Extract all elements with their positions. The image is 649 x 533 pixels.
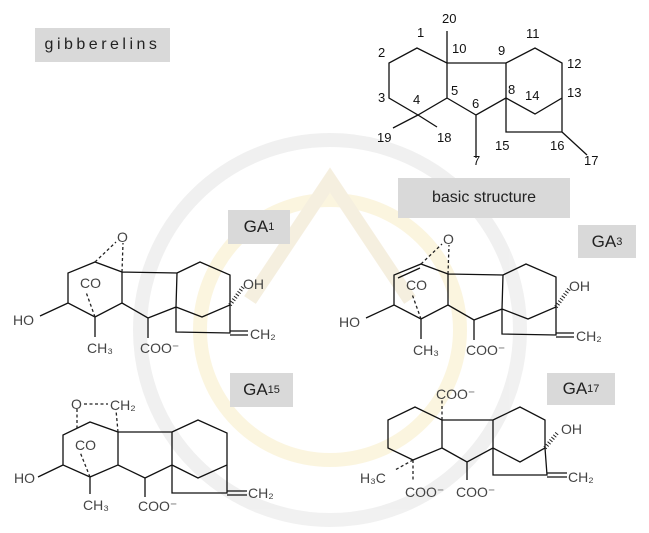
ga3-coo: COO⁻ xyxy=(466,342,505,358)
watermark-peak xyxy=(244,167,416,304)
ga3-sub: 3 xyxy=(616,235,623,248)
ga15-ch2: CH₂ xyxy=(248,485,274,501)
ga1-name: GA xyxy=(243,217,269,236)
position-2: 2 xyxy=(378,45,385,60)
ga1-co: CO xyxy=(80,275,101,291)
position-6: 6 xyxy=(472,96,479,111)
position-19: 19 xyxy=(377,130,391,145)
position-17: 17 xyxy=(584,153,598,168)
position-10: 10 xyxy=(452,41,466,56)
ga3-structure: O CO HO OH CH₂ CH₃ COO⁻ xyxy=(339,231,602,358)
position-7: 7 xyxy=(473,153,480,168)
ga15-coo: COO⁻ xyxy=(138,498,177,514)
ga15-structure: O CH₂ CO HO CH₂ CH₃ COO⁻ xyxy=(14,396,274,514)
position-4: 4 xyxy=(413,92,420,107)
title-label: gibberelins xyxy=(35,28,170,62)
ga17-coo-left: COO⁻ xyxy=(405,484,444,500)
ga3-oxygen: O xyxy=(443,231,454,247)
position-5: 5 xyxy=(451,83,458,98)
ga1-sub: 1 xyxy=(268,221,275,233)
position-1: 1 xyxy=(417,25,424,40)
ga15-bridge-ch2: CH₂ xyxy=(110,397,136,413)
ga17-h3c: H₃C xyxy=(360,470,386,486)
position-13: 13 xyxy=(567,85,581,100)
ga1-coo: COO⁻ xyxy=(140,340,179,356)
ga3-ho: HO xyxy=(339,314,360,330)
ga1-ch3: CH₃ xyxy=(87,340,113,356)
ga17-coo-mid: COO⁻ xyxy=(456,484,495,500)
ga15-ho: HO xyxy=(14,470,35,486)
ga1-oxygen: O xyxy=(117,229,128,245)
ga15-ch3: CH₃ xyxy=(83,497,109,513)
ga3-ch2: CH₂ xyxy=(576,328,602,344)
ga17-name: GA xyxy=(562,379,588,398)
position-20: 20 xyxy=(442,11,456,26)
ga3-oh: OH xyxy=(569,278,590,294)
ga1-oh: OH xyxy=(243,276,264,292)
position-12: 12 xyxy=(567,56,581,71)
ga3-ch3: CH₃ xyxy=(413,342,439,358)
ga17-structure: COO⁻ OH H₃C COO⁻ COO⁻ CH₂ xyxy=(360,386,594,500)
position-8: 8 xyxy=(508,82,515,97)
position-18: 18 xyxy=(437,130,451,145)
ga15-sub: 15 xyxy=(267,384,280,396)
watermark-inner-ring xyxy=(193,193,467,467)
position-9: 9 xyxy=(498,43,505,58)
basic-structure: 1 2 3 4 5 6 7 8 9 10 11 12 13 14 15 16 1… xyxy=(377,11,598,168)
ga17-sub: 17 xyxy=(587,383,600,395)
ga1-ho: HO xyxy=(13,312,34,328)
watermark-outer-ring xyxy=(133,133,527,527)
ga1-ch2: CH₂ xyxy=(250,326,276,342)
ga17-coo-top: COO⁻ xyxy=(436,386,475,402)
position-14: 14 xyxy=(525,88,539,103)
ga15-name: GA xyxy=(243,380,268,399)
position-15: 15 xyxy=(495,138,509,153)
basic-structure-label: basic structure xyxy=(398,178,570,218)
ga15-oxygen: O xyxy=(71,396,82,412)
ga15-co: CO xyxy=(75,437,96,453)
ga17-ch2: CH₂ xyxy=(568,469,594,485)
position-11: 11 xyxy=(526,26,540,41)
ga17-oh: OH xyxy=(561,421,582,437)
position-3: 3 xyxy=(378,90,385,105)
position-16: 16 xyxy=(550,138,564,153)
ga3-name: GA xyxy=(591,231,617,251)
ga1-structure: O CO HO OH CH₂ CH₃ COO⁻ xyxy=(13,229,276,356)
ga3-co: CO xyxy=(406,277,427,293)
